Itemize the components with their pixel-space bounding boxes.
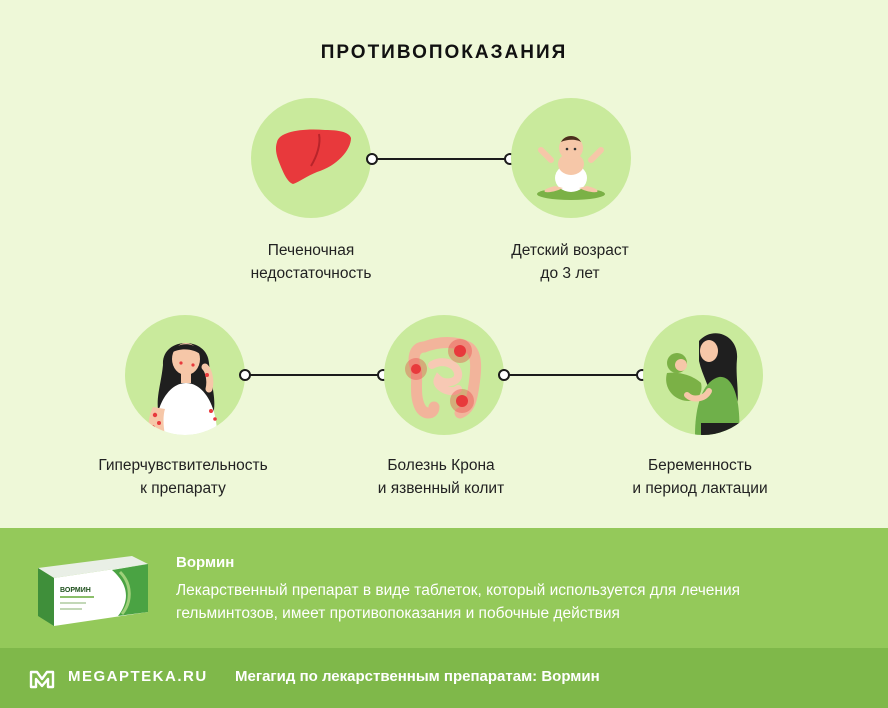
footer-caption: Мегагид по лекарственным препаратам: Вор… <box>235 668 600 685</box>
svg-text:ВОРМИН: ВОРМИН <box>60 587 91 594</box>
connector-dot <box>498 369 510 381</box>
contraindication-label-pregnancy: Беременность и период лактации <box>632 457 768 497</box>
allergy-woman-icon <box>148 342 217 435</box>
connector-dot <box>366 153 378 165</box>
footer: MEGAPTEKA.RU Мегагид по лекарственным пр… <box>0 648 888 708</box>
page-title: ПРОТИВОПОКАЗАНИЯ <box>320 42 568 63</box>
connector-dot <box>239 369 251 381</box>
contraindication-label-crohn: Болезнь Крона и язвенный колит <box>377 457 505 497</box>
intestine-icon <box>405 337 482 419</box>
allergy-illustration <box>125 315 245 435</box>
product-box-image: ВОРМИН <box>38 556 148 626</box>
contraindication-label-age: Детский возраст до 3 лет <box>511 242 629 282</box>
megapteka-logo-text[interactable]: MEGAPTEKA.RU <box>68 668 208 685</box>
liver-illustration <box>251 98 371 218</box>
megapteka-logo-icon <box>29 670 55 689</box>
connector-line <box>372 158 510 160</box>
connector-line <box>245 374 383 376</box>
product-description: Лекарственный препарат в виде таблеток, … <box>176 582 741 622</box>
contraindication-label-hypersensitivity: Гиперчувствительность к препарату <box>98 457 268 497</box>
baby-illustration <box>511 98 631 218</box>
intestine-illustration <box>384 315 504 435</box>
product-band: ВОРМИН Вормин Лекарственный препарат в в… <box>0 528 888 648</box>
connector-line <box>504 374 642 376</box>
liver-icon <box>275 129 351 184</box>
contraindication-label-liver: Печеночная недостаточность <box>250 242 372 282</box>
baby-icon <box>537 136 605 200</box>
pregnancy-illustration <box>643 315 763 435</box>
mother-baby-icon <box>666 333 740 435</box>
product-name: Вормин <box>176 554 235 571</box>
